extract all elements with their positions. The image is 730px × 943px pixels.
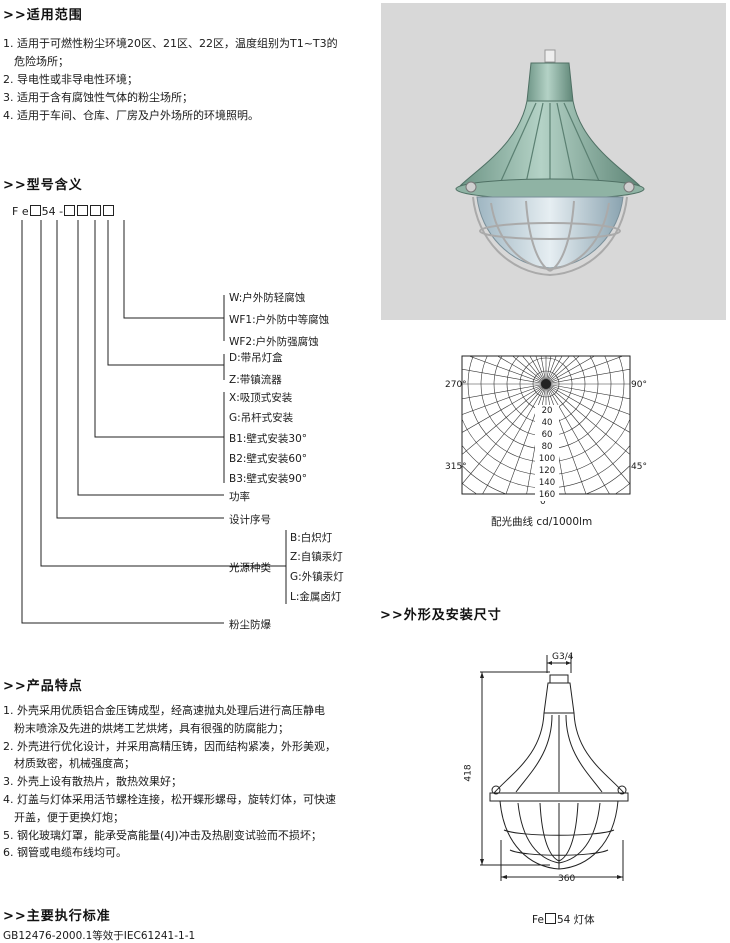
model-label-ll: L:金属卤灯: [290, 591, 342, 603]
model-code: F e 54 -: [12, 205, 115, 218]
code-box: [29, 205, 41, 216]
model-label-g: G:吊杆式安装: [229, 412, 294, 424]
polar-spoke: [505, 383, 547, 494]
model-label-z: Z:带镇流器: [229, 374, 282, 386]
code-box: [103, 205, 115, 216]
model-label-w: W:户外防轻腐蚀: [229, 292, 306, 304]
model-label-b1: B1:壁式安装30°: [229, 433, 308, 445]
polar-spoke: [462, 383, 547, 485]
model-label-power: 功率: [229, 491, 250, 503]
model-label-b2: B2:壁式安装60°: [229, 453, 308, 465]
list-item: 5. 钢化玻璃灯罩，能承受高能量(4J)冲击及热剧变试验而不损坏；: [3, 828, 322, 842]
radial-label: 120: [535, 465, 559, 477]
model-label-lz: Z:自镇汞灯: [290, 551, 343, 563]
polar-spoke: [482, 383, 547, 494]
radial-label: 20: [535, 405, 559, 417]
model-title: >>型号含义: [3, 178, 83, 193]
code-box: [64, 205, 76, 216]
polar-spoke: [462, 383, 547, 415]
polar-center: [541, 379, 551, 389]
polar-spoke: [462, 368, 547, 385]
angle-label-90: 90°: [631, 380, 647, 390]
list-item: 1. 外壳采用优质铝合金压铸成型，经高速抛丸处理后进行高压静电: [3, 704, 325, 717]
list-item: 3. 适用于含有腐蚀性气体的粉尘场所；: [3, 91, 193, 104]
list-item: 2. 导电性或非导电性环境；: [3, 73, 138, 86]
list-item: 4. 灯盖与灯体采用活节螺栓连接，松开蝶形螺母，旋转灯体，可快速: [3, 792, 336, 806]
model-label-serial: 设计序号: [229, 514, 271, 526]
dim-width: 360: [558, 874, 576, 884]
list-item: 粉末喷涂及先进的烘烤工艺烘烤，具有很强的防腐能力；: [14, 721, 289, 735]
radial-label: 100: [535, 453, 559, 465]
scope-title: >>适用范围: [3, 8, 83, 23]
radial-label: 160: [535, 489, 559, 501]
angle-label-270: 270°: [445, 380, 467, 390]
list-item: 2. 外壳进行优化设计，并采用高精压铸，因而结构紧凑，外形美观，: [3, 739, 336, 753]
angle-label-315: 315°: [445, 462, 467, 472]
list-item: 6. 钢管或电缆布线均可。: [3, 846, 127, 860]
code-mid: 54 -: [41, 205, 64, 218]
polar-spoke: [545, 383, 630, 433]
polar-spoke: [496, 356, 547, 385]
dimension-drawing: [480, 655, 629, 881]
code-box: [77, 205, 89, 216]
features-list: 1. 外壳采用优质铝合金压铸成型，经高速抛丸处理后进行高压静电 粉末喷涂及先进的…: [3, 702, 336, 862]
radial-label: 60: [535, 429, 559, 441]
radial-label: 140: [535, 477, 559, 489]
list-item: 材质致密，机械强度高；: [14, 757, 135, 771]
polar-spoke: [462, 383, 547, 400]
code-prefix: F e: [12, 205, 29, 218]
polar-spoke: [545, 383, 610, 494]
model-label-wf2: WF2:户外防强腐蚀: [229, 336, 319, 348]
model-label-wf1: WF1:户外防中等腐蚀: [229, 314, 330, 326]
scope-list: 1. 适用于可燃性粉尘环境20区、21区、22区，温度组别为T1~T3的 危险场…: [3, 35, 338, 125]
polar-spoke: [545, 356, 596, 385]
model-label-b3: B3:壁式安装90°: [229, 473, 308, 485]
angle-label-45: 45°: [631, 462, 647, 472]
list-item: 3. 外壳上设有散热片，散热效果好；: [3, 775, 182, 789]
code-box: [90, 205, 102, 216]
model-label-x: X:吸顶式安装: [229, 392, 293, 404]
model-tree-lines: [21, 220, 287, 624]
radial-label: 80: [535, 441, 559, 453]
polar-spoke: [512, 356, 547, 385]
dim-g34: G3/4: [552, 652, 574, 662]
polar-spoke: [545, 356, 580, 385]
radial-label: 40: [535, 417, 559, 429]
list-item: 危险场所；: [14, 55, 69, 68]
standards-text: GB12476-2000.1等效于IEC61241-1-1: [3, 930, 196, 942]
angle-label-0: 0°: [540, 497, 551, 507]
photometric-caption: 配光曲线 cd/1000lm: [491, 516, 593, 528]
model-label-d: D:带吊灯盒: [229, 352, 283, 364]
polar-spoke: [545, 383, 630, 485]
model-label-dust: 粉尘防爆: [229, 619, 271, 631]
dimension-caption: Fe 54 灯体: [532, 912, 595, 927]
polar-spoke: [545, 383, 630, 400]
polar-spoke: [462, 383, 547, 433]
list-item: 开盖，便于更换灯炮；: [14, 810, 124, 824]
standards-title: >>主要执行标准: [3, 909, 111, 924]
features-title: >>产品特点: [3, 679, 83, 694]
polar-spoke: [545, 368, 630, 385]
model-label-lb: B:白炽灯: [290, 532, 333, 544]
polar-spoke: [545, 383, 630, 455]
model-label-lg: G:外镇汞灯: [290, 571, 344, 583]
polar-spoke: [545, 383, 630, 415]
model-label-light-type: 光源种类: [229, 562, 271, 574]
polar-spoke: [468, 356, 547, 385]
polar-spoke: [462, 383, 547, 455]
caption-suffix: 54 灯体: [556, 914, 595, 926]
code-box: [544, 913, 556, 924]
lamp-photo-illustration: [455, 49, 645, 277]
polar-spoke: [545, 356, 624, 385]
list-item: 1. 适用于可燃性粉尘环境20区、21区、22区，温度组别为T1~T3的: [3, 37, 338, 50]
dimensions-title: >>外形及安装尺寸: [380, 608, 502, 623]
caption-prefix: Fe: [532, 914, 544, 926]
list-item: 4. 适用于车间、仓库、厂房及户外场所的环境照明。: [3, 109, 259, 122]
